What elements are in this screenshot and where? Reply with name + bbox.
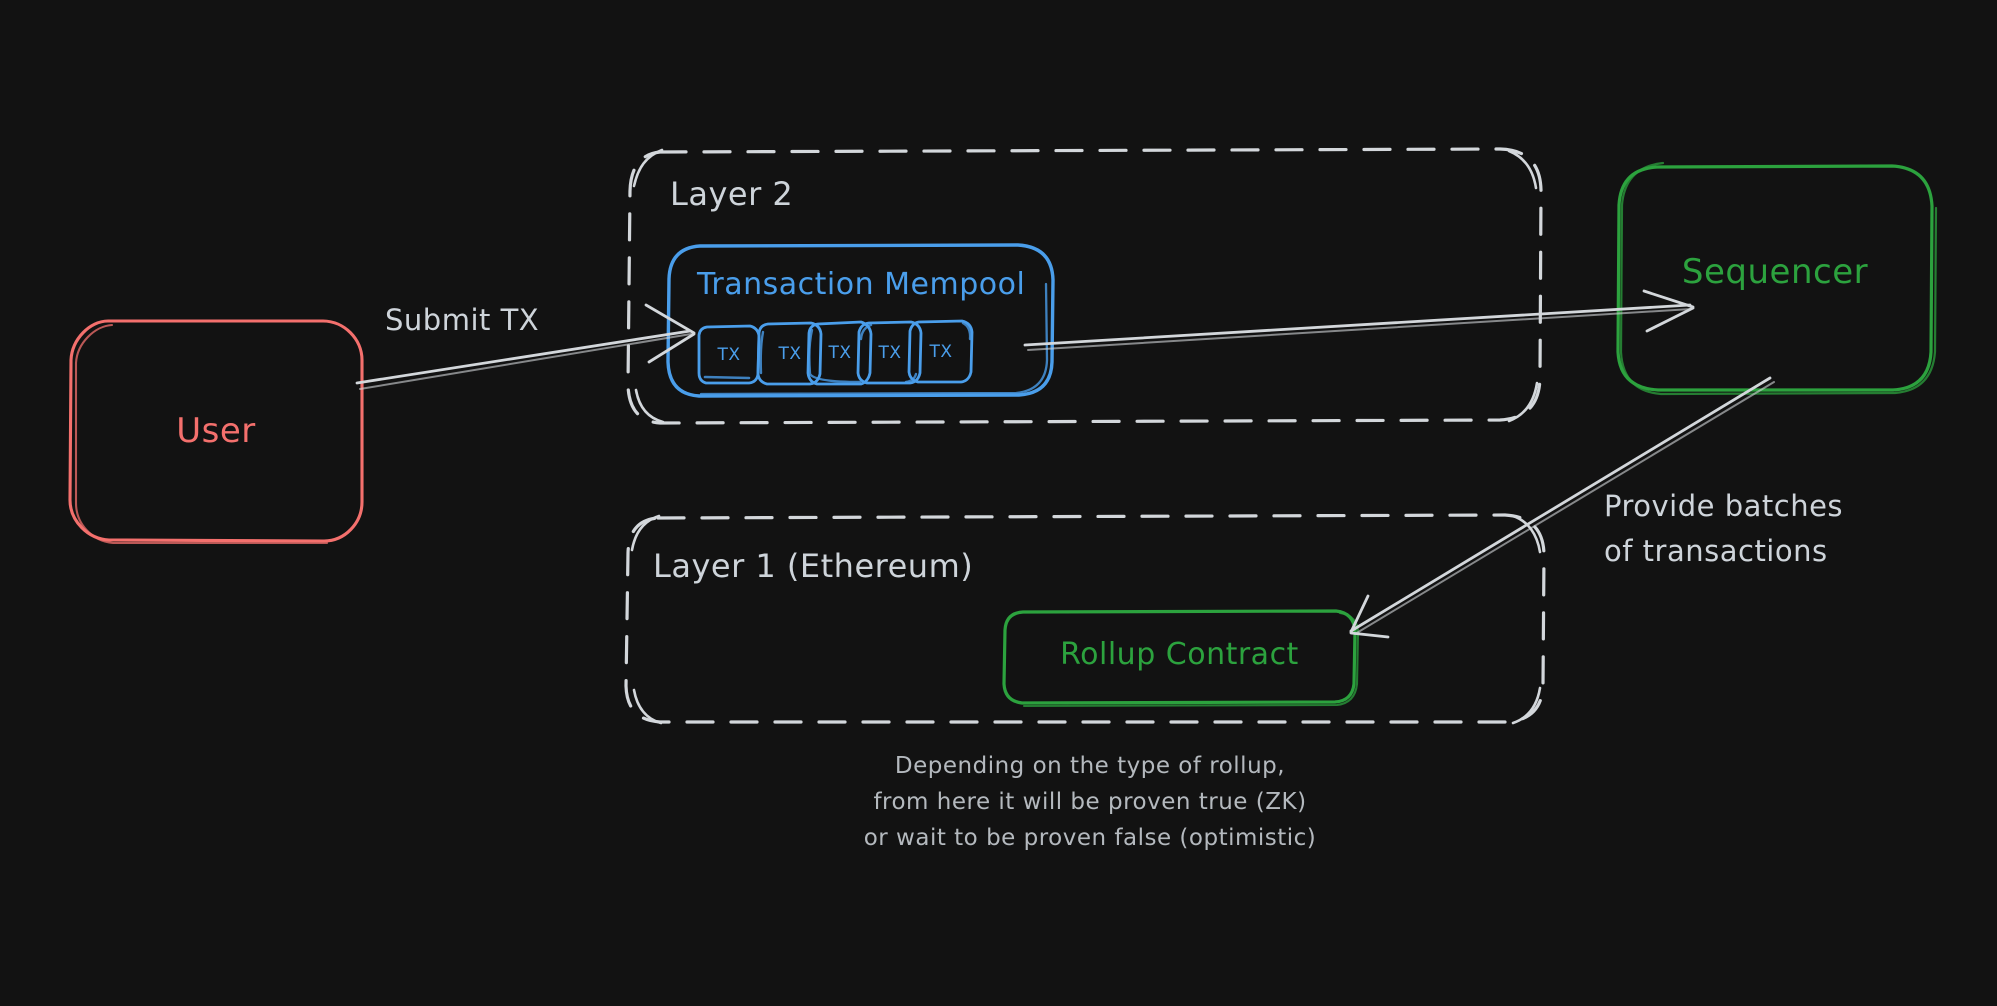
tx-item-label: TX <box>717 345 741 365</box>
caption-line-1: Depending on the type of rollup, <box>894 753 1286 779</box>
tx-item-label: TX <box>878 343 902 363</box>
edge-label-provide-batches-line2: of transactions <box>1604 534 1828 568</box>
tx-item-label: TX <box>778 344 802 364</box>
caption-line-2: from here it will be proven true (ZK) <box>873 789 1307 815</box>
edge-label-submit-tx: Submit TX <box>385 303 540 337</box>
mempool-node-label: Transaction Mempool <box>697 267 1026 302</box>
tx-item-label: TX <box>929 342 953 362</box>
tx-item-label: TX <box>828 343 852 363</box>
edge-label-provide-batches-line1: Provide batches <box>1604 489 1844 523</box>
layer1-container-label: Layer 1 (Ethereum) <box>653 547 974 585</box>
layer2-container-label: Layer 2 <box>670 175 794 213</box>
caption-line-3: or wait to be proven false (optimistic) <box>863 825 1317 851</box>
user-node-label: User <box>176 411 256 451</box>
arrow-mempool-to-sequencer <box>1023 289 1695 351</box>
sequencer-node-label: Sequencer <box>1681 252 1869 292</box>
rollup-contract-node-label: Rollup Contract <box>1060 637 1299 672</box>
